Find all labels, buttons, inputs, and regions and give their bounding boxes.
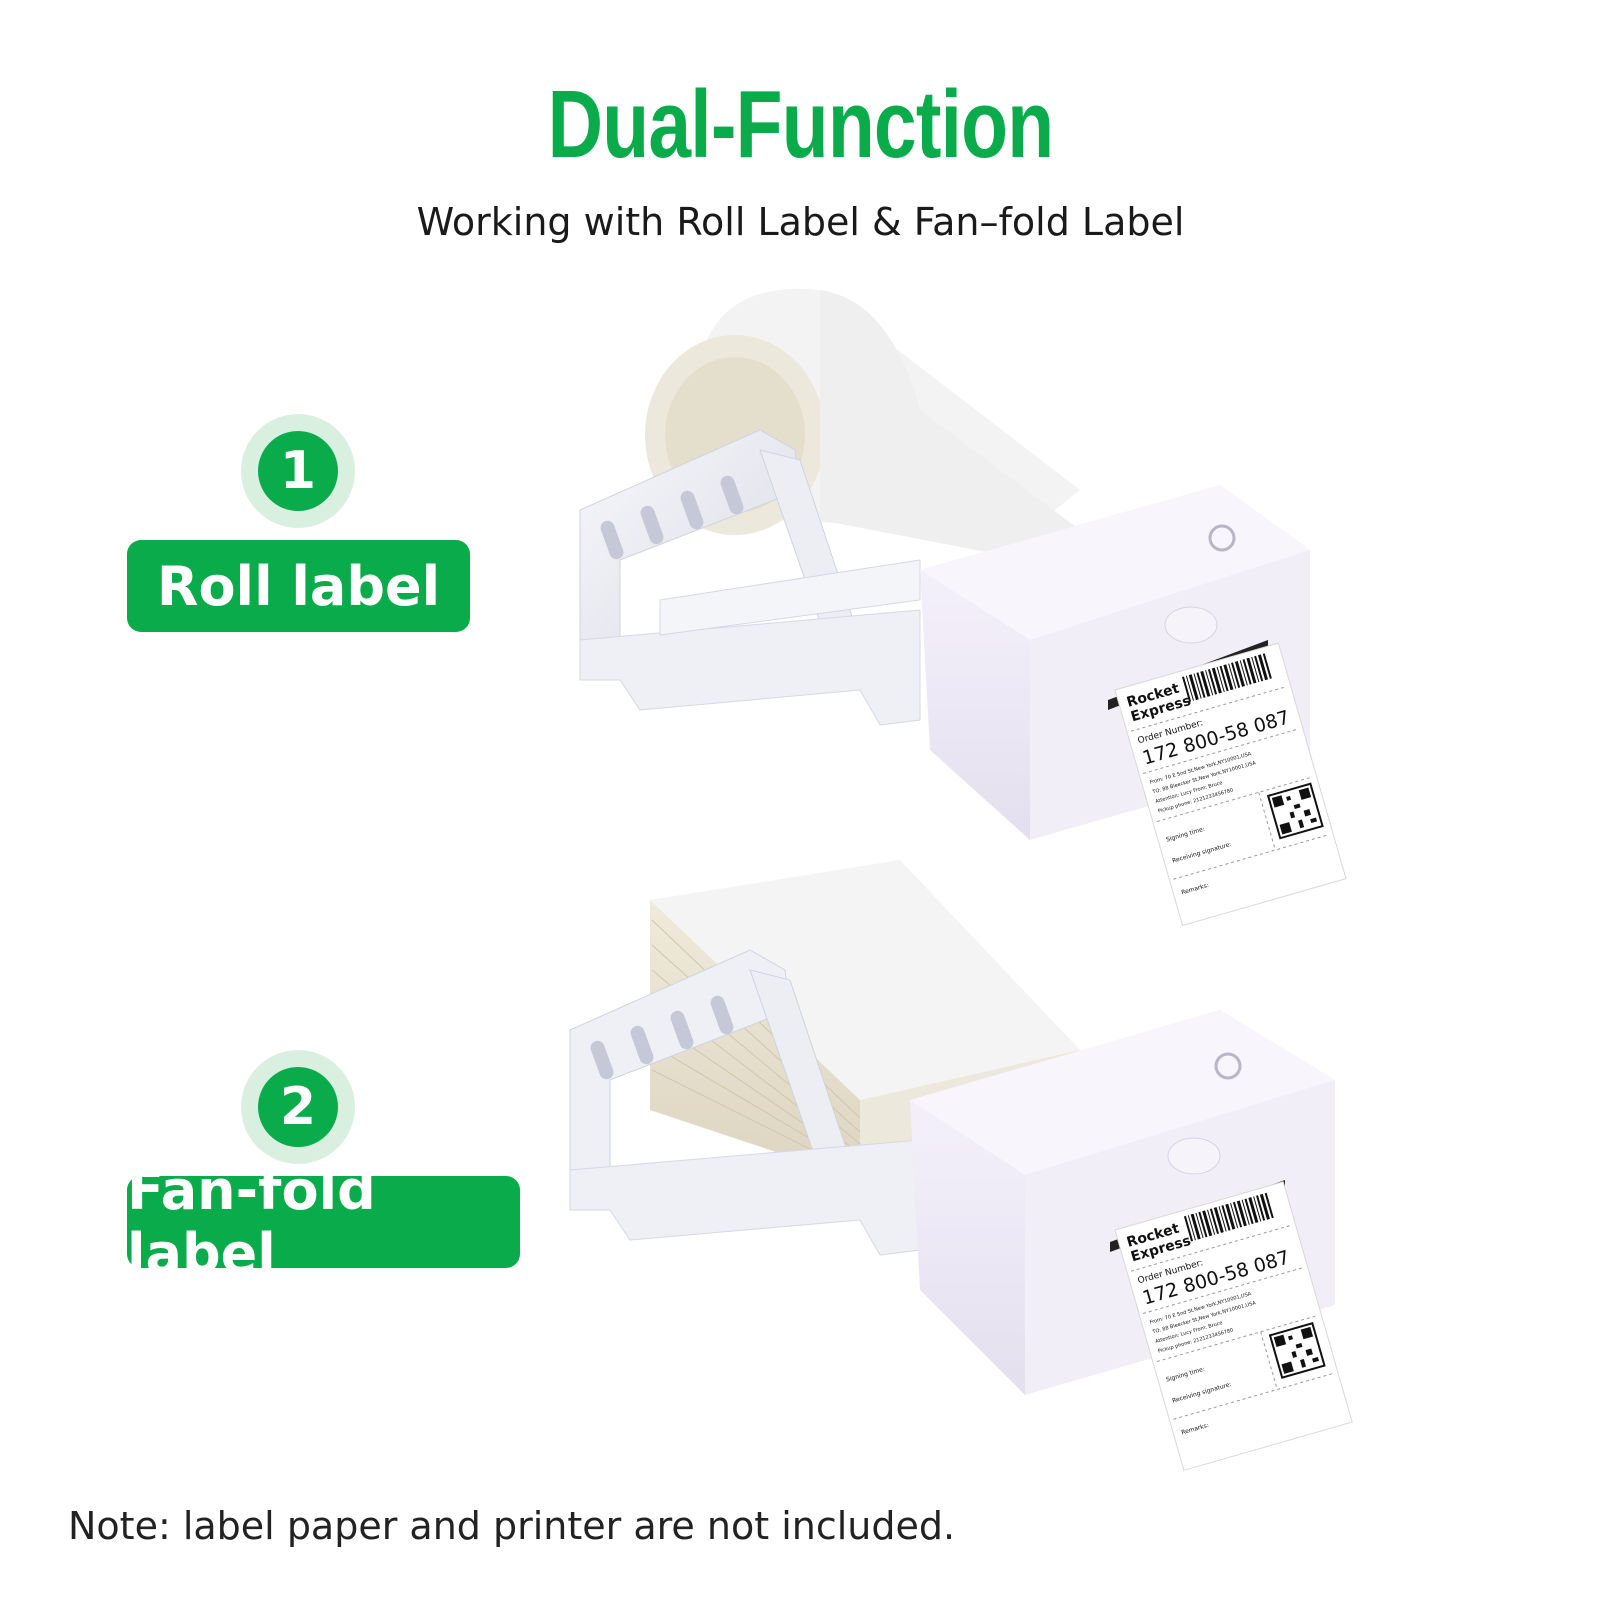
shipping-label: Rocket Express Order Number: 172 800-58 …	[1114, 642, 1347, 927]
barcode	[1183, 1192, 1274, 1242]
page-subtitle: Working with Roll Label & Fan–fold Label	[416, 200, 1185, 244]
fan-fold-label-tag: Fan-fold label	[127, 1159, 520, 1285]
fan-fold-label-printer-photo: Rocket Express Order Number: 172 800-58 …	[569, 860, 1353, 1471]
step-two-number: 2	[258, 1067, 338, 1147]
label-roll	[645, 288, 1080, 570]
qr-code	[1268, 1321, 1326, 1379]
step-two-badge: 2	[241, 1050, 355, 1164]
roll-label-printer-photo: Rocket Express Order Number: 172 800-58 …	[579, 288, 1347, 927]
shipping-label: Rocket Express Order Number: 172 800-58 …	[1114, 1181, 1353, 1471]
qr-code	[1266, 782, 1324, 840]
label-holder	[569, 949, 921, 1256]
label-holder	[579, 429, 921, 726]
roll-label-tag: Roll label	[127, 540, 470, 632]
disclaimer-note: Note: label paper and printer are not in…	[68, 1504, 956, 1548]
page-title: Dual-Function	[547, 71, 1055, 178]
step-one-number: 1	[258, 431, 338, 511]
barcode	[1182, 653, 1272, 703]
step-one-badge: 1	[241, 414, 355, 528]
